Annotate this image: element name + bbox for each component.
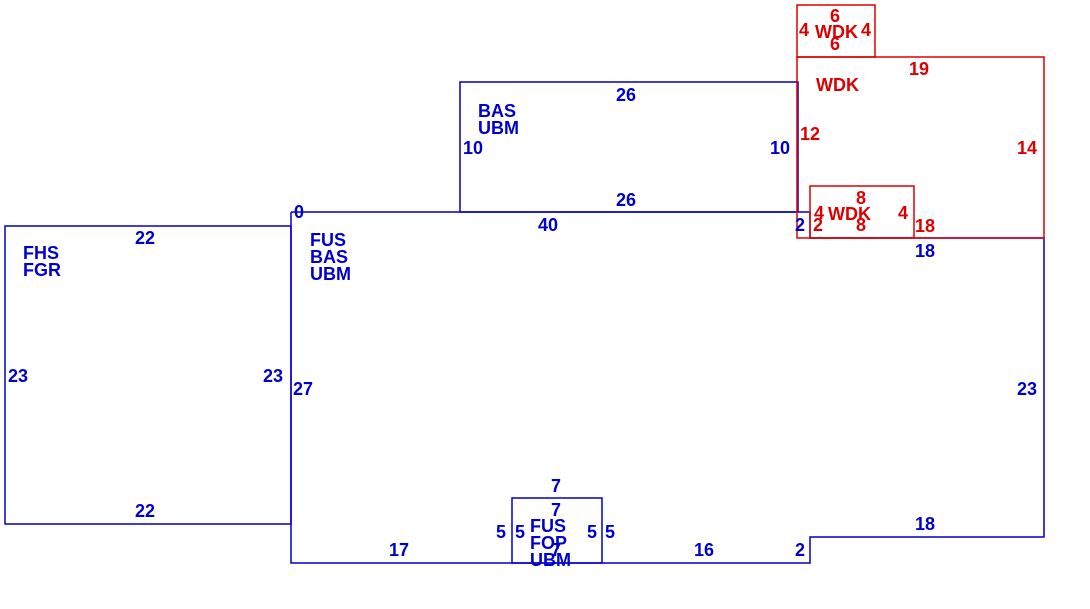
fhs-code-1: FHS: [23, 243, 59, 263]
fhs-dim-right: 23: [263, 366, 283, 386]
fhs-code-2: FGR: [23, 260, 61, 280]
bas-dim-bottom: 26: [616, 190, 636, 210]
wdk-top-dim-right: 4: [861, 20, 871, 40]
fop-dim-right-inner: 5: [587, 522, 597, 542]
wdk-small-dim-left-edge: 2: [813, 215, 823, 235]
fus-area-outline: [290, 211, 1045, 564]
wdk-top-outline: [796, 4, 876, 58]
wdk-large-dim-right: 14: [1017, 138, 1037, 158]
fus-dim-top: 40: [538, 215, 558, 235]
bas-dim-left: 10: [463, 138, 483, 158]
wdk-small-dim-right: 4: [898, 203, 908, 223]
fus-dim-notch-vertical: 2: [795, 540, 805, 560]
fus-dim-right: 23: [1017, 379, 1037, 399]
fus-code-2: BAS: [310, 247, 348, 267]
wdk-top-code: WDK: [815, 22, 858, 42]
wdk-large-outline: [796, 56, 1045, 239]
wdk-small-dim-top: 8: [856, 188, 866, 208]
fop-dim-left-outer: 5: [496, 522, 506, 542]
fop-code-1: FUS: [530, 516, 566, 536]
fhs-dim-left: 23: [8, 366, 28, 386]
wdk-small-code: WDK: [828, 204, 871, 224]
fop-dim-top-outer: 7: [551, 476, 561, 496]
wdk-large-dim-bottom: 18: [915, 216, 935, 236]
fop-area-outline: [511, 497, 603, 564]
wdk-small-dim-left: 4: [814, 203, 824, 223]
fop-dim-top-inner: 7: [551, 500, 561, 520]
wdk-large-dim-left: 12: [800, 124, 820, 144]
wdk-top-dim-top: 6: [830, 6, 840, 26]
fus-code-3: UBM: [310, 264, 351, 284]
fus-dim-bottom-right: 16: [694, 540, 714, 560]
fus-dim-top-right-segment: 18: [915, 241, 935, 261]
fus-dim-bottom-left: 17: [389, 540, 409, 560]
fop-code-3: UBM: [530, 550, 571, 570]
fop-dim-right-outer: 5: [605, 522, 615, 542]
fus-code-1: FUS: [310, 230, 346, 250]
fop-dim-bottom: 7: [551, 540, 561, 560]
fus-dim-top-right-step: 2: [795, 215, 805, 235]
bas-dim-top: 26: [616, 85, 636, 105]
wdk-small-dim-bottom: 8: [856, 215, 866, 235]
wdk-large-code: WDK: [816, 75, 859, 95]
fus-dim-corner: 0: [294, 202, 304, 222]
fop-code-2: FOP: [530, 533, 567, 553]
fhs-dim-top: 22: [135, 228, 155, 248]
wdk-top-dim-left: 4: [799, 20, 809, 40]
fhs-dim-bottom: 22: [135, 501, 155, 521]
bas-code-1: BAS: [478, 101, 516, 121]
fus-dim-notch-horizontal: 18: [915, 514, 935, 534]
fop-dim-left-inner: 5: [515, 522, 525, 542]
wdk-small-outline: [809, 185, 915, 239]
wdk-top-dim-bottom: 6: [830, 34, 840, 54]
wdk-large-dim-top: 19: [909, 59, 929, 79]
fus-dim-left: 27: [293, 379, 313, 399]
bas-code-2: UBM: [478, 118, 519, 138]
bas-dim-right: 10: [770, 138, 790, 158]
